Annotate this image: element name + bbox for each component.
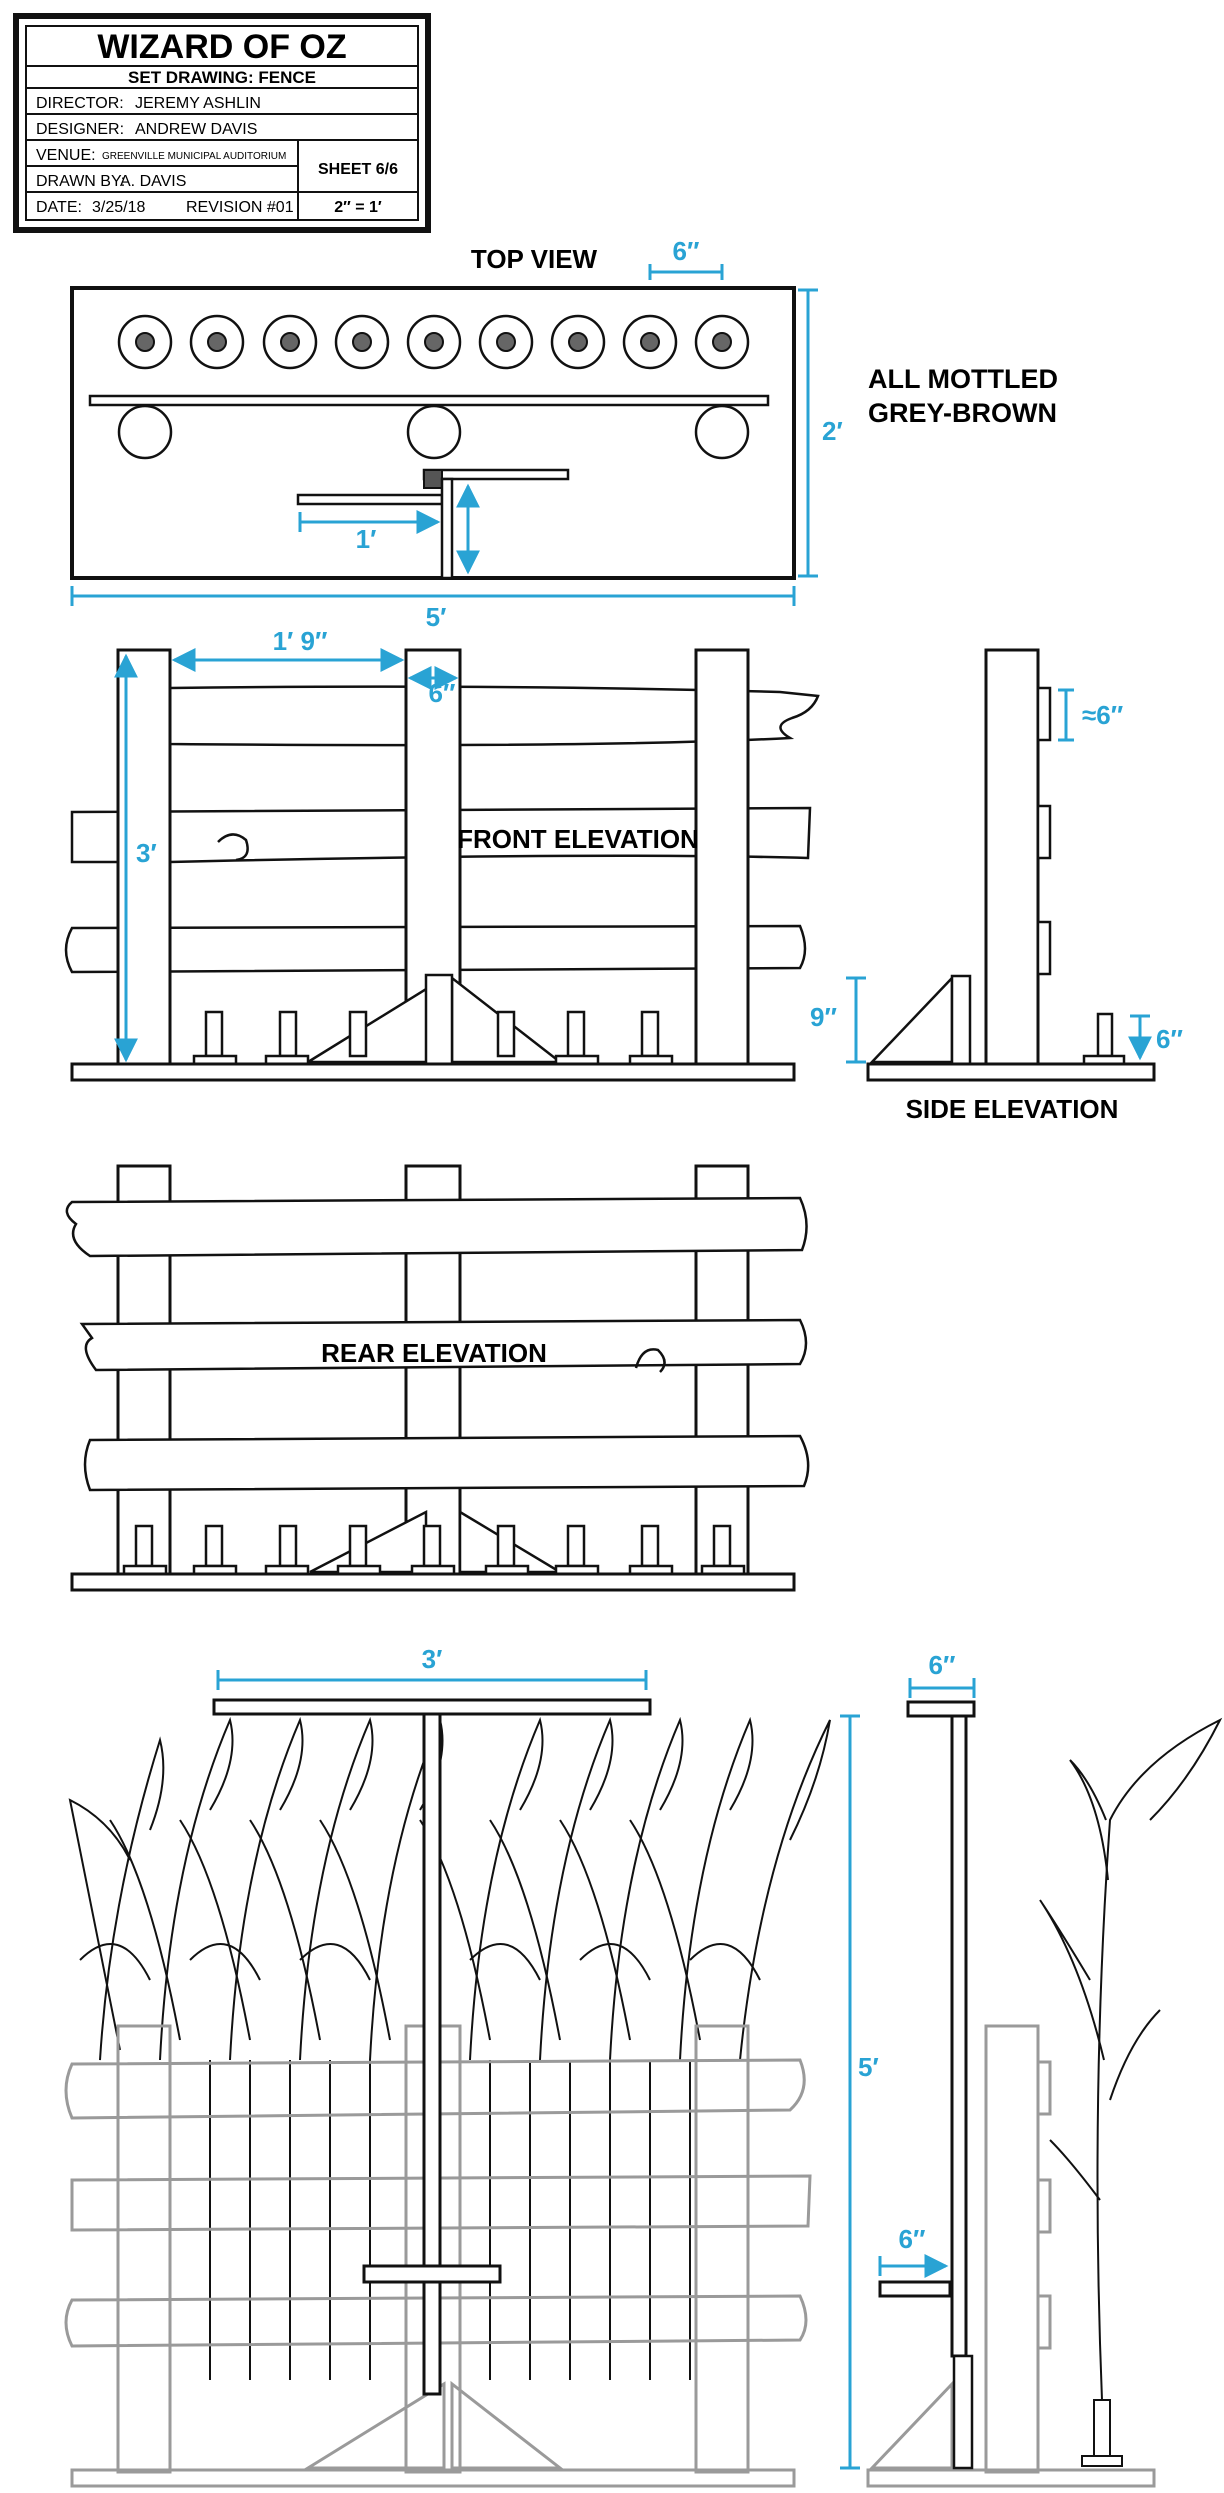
top-view-handle-block: [423, 469, 443, 489]
handle-grip: [362, 2264, 502, 2284]
corn-assembly-side: 6″ 6″: [866, 1650, 1223, 2488]
dim-peg-height: 6″: [1156, 1024, 1183, 1054]
front-elevation: FRONT ELEVATION 1′ 9″ 6″ 3′: [64, 626, 820, 1082]
top-view-post: [406, 404, 462, 460]
top-view-rail: [88, 394, 770, 407]
dim-post-spacing: 1′ 9″: [273, 626, 328, 656]
dim-top-width: 5′: [426, 602, 447, 632]
dim-stalk-top: 6″: [929, 1650, 956, 1680]
side-elevation-label: SIDE ELEVATION: [906, 1094, 1119, 1124]
handle-top-bar: [212, 1698, 652, 1716]
designer-label: DESIGNER:: [36, 121, 124, 138]
ghost-side-fence: [866, 2024, 1156, 2488]
designer-name: ANDREW DAVIS: [135, 121, 257, 138]
cylinder: [262, 314, 318, 370]
finish-note-line1: ALL MOTTLED: [868, 364, 1058, 394]
top-view-stalk: [440, 477, 454, 580]
dim-brace-length: 1′: [356, 524, 377, 554]
dim-front-height: 3′: [136, 838, 157, 868]
front-post-right: [694, 648, 750, 1068]
rear-rail-middle: [79, 1318, 808, 1372]
rear-rail-bottom: [83, 1434, 810, 1492]
drawing-subtitle: SET DRAWING: FENCE: [128, 68, 316, 87]
drawn-by-name: A. DAVIS: [120, 173, 186, 190]
dim-rail-thickness: ≈6″: [1082, 700, 1123, 730]
cylinder: [334, 314, 390, 370]
side-post: [984, 648, 1040, 1066]
rear-rail-top: [65, 1196, 808, 1258]
dim-brace-height: 9″: [810, 1002, 837, 1032]
side-base: [866, 1062, 1156, 1082]
top-view: TOP VIEW 6″ 2′ 1′: [70, 236, 843, 632]
cylinder: [189, 314, 245, 370]
side-corn-stalk: [1039, 1717, 1223, 2467]
dim-handle-depth: 6″: [899, 2224, 926, 2254]
title-block: WIZARD OF OZ SET DRAWING: FENCE DIRECTOR…: [13, 13, 431, 233]
top-view-post: [694, 404, 750, 460]
dim-top-depth: 2′: [822, 416, 843, 446]
dim-post-width: 6″: [429, 678, 456, 708]
front-pegs: [192, 1010, 674, 1066]
ghost-fence: [64, 2024, 812, 2488]
top-view-brace: [296, 493, 444, 506]
top-view-label: TOP VIEW: [471, 244, 598, 274]
cylinder: [478, 314, 534, 370]
handle-pole: [422, 1712, 442, 2396]
cylinder: [406, 314, 462, 370]
dim-handle-width: 3′: [422, 1644, 443, 1674]
top-view-post: [117, 404, 173, 460]
date-value: 3/25/18: [92, 199, 145, 216]
date-label: DATE:: [36, 199, 82, 216]
cylinder: [117, 314, 173, 370]
drawing-title: WIZARD OF OZ: [97, 28, 346, 66]
side-handle-grip: [878, 2280, 952, 2298]
dim-cylinder-diameter: 6″: [673, 236, 700, 266]
top-view-handle: [422, 468, 570, 481]
director-name: JEREMY ASHLIN: [135, 95, 261, 112]
revision-value: REVISION #01: [186, 199, 294, 216]
sheet-number: SHEET 6/6: [318, 161, 398, 178]
side-handle-pole: [950, 1714, 968, 2358]
rear-base: [70, 1572, 796, 1592]
dim-total-height: 5′: [858, 2052, 879, 2082]
director-label: DIRECTOR:: [36, 95, 124, 112]
rear-pegs: [122, 1524, 746, 1576]
cylinder: [694, 314, 750, 370]
venue-name: GREENVILLE MUNICIPAL AUDITORIUM: [102, 151, 286, 162]
side-handle-top: [906, 1700, 976, 1718]
rear-elevation: REAR ELEVATION: [65, 1164, 810, 1592]
front-brace-left: [303, 975, 446, 1064]
front-rail-top: [168, 685, 820, 747]
drawn-by-label: DRAWN BY:: [36, 173, 125, 190]
cylinder: [622, 314, 678, 370]
venue-label: VENUE:: [36, 147, 96, 164]
finish-note-line2: GREY-BROWN: [868, 398, 1057, 428]
front-base: [70, 1062, 796, 1082]
rear-elevation-label: REAR ELEVATION: [321, 1338, 547, 1368]
cylinder: [550, 314, 606, 370]
front-elevation-label: FRONT ELEVATION: [457, 824, 699, 854]
side-brace: [869, 974, 954, 1064]
top-view-cylinders: [117, 314, 750, 370]
drawing-scale: 2″ = 1′: [334, 199, 382, 216]
corn-assembly-front: 3′ 5′: [64, 1644, 879, 2488]
side-elevation: SIDE ELEVATION ≈6″ 9″ 6″: [810, 648, 1183, 1124]
